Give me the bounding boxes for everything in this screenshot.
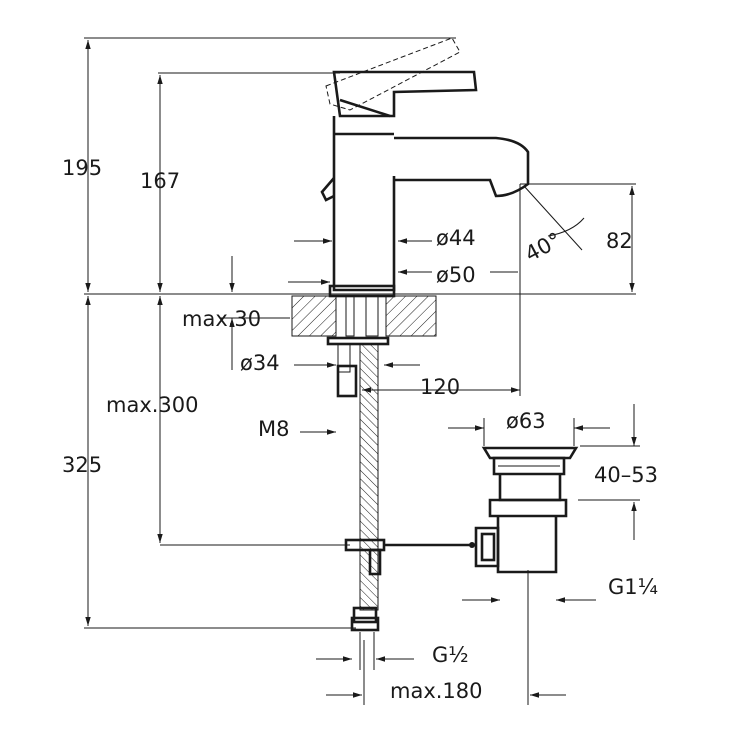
faucet-body <box>320 37 585 298</box>
label-waste-diameter: ø63 <box>506 409 546 433</box>
label-spout-outlet-height: 82 <box>606 229 633 253</box>
label-body-diameter: ø44 <box>436 226 476 250</box>
waste-assembly <box>474 446 579 574</box>
label-hole-diameter: ø34 <box>240 351 280 375</box>
label-spout-height: 167 <box>140 169 180 193</box>
label-hose-length: max.300 <box>106 393 199 417</box>
vertical-dimensions <box>85 40 640 626</box>
label-inlet-thread: G½ <box>432 643 469 667</box>
horizontal-dimensions <box>288 238 610 698</box>
label-spout-reach: 120 <box>420 375 460 399</box>
counter-deck <box>291 295 437 337</box>
label-max-offset: max.180 <box>390 679 483 703</box>
label-deck-thickness: max.30 <box>182 307 261 331</box>
label-waste-thread: G1¼ <box>608 575 658 599</box>
label-below-deck-height: 325 <box>62 453 102 477</box>
label-base-diameter: ø50 <box>436 263 476 287</box>
label-waste-range: 40–53 <box>594 463 658 487</box>
mounting-assembly <box>326 295 476 670</box>
label-overall-height: 195 <box>62 156 102 180</box>
reference-lines <box>84 37 636 705</box>
label-stud-thread: M8 <box>258 417 289 441</box>
